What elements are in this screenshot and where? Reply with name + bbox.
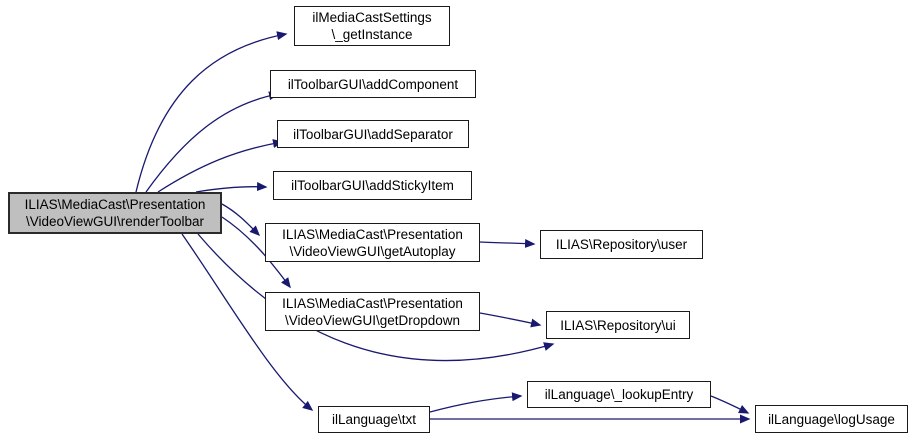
node-getdropdown[interactable]: ILIAS\MediaCast\Presentation \VideoViewG… <box>265 292 480 331</box>
edge-main-getautoplay <box>221 203 261 237</box>
edge-main-getinstance <box>135 31 288 193</box>
edge-main-txt <box>181 233 314 411</box>
node-illanguage-lookupentry[interactable]: ilLanguage\_lookupEntry <box>527 381 711 408</box>
edge-lookupentry-logusage <box>710 395 750 414</box>
node-illanguage-txt[interactable]: ilLanguage\txt <box>318 406 430 433</box>
edge-main-addcomponent <box>145 91 280 193</box>
edge-getdropdown-ui <box>479 312 542 328</box>
node-addseparator[interactable]: ilToolbarGUI\addSeparator <box>277 120 469 148</box>
node-rendertoolbar: ILIAS\MediaCast\Presentation \VideoViewG… <box>8 192 222 234</box>
node-getinstance[interactable]: ilMediaCastSettings \_getInstance <box>294 6 450 46</box>
edge-main-ui <box>197 233 555 362</box>
node-addcomponent[interactable]: ilToolbarGUI\addComponent <box>270 70 476 98</box>
node-repository-user[interactable]: ILIAS\Repository\user <box>540 230 703 259</box>
edge-getautoplay-user <box>479 239 536 248</box>
node-illanguage-logusage[interactable]: ilLanguage\logUsage <box>755 405 908 433</box>
edge-txt-lookupentry <box>429 392 523 413</box>
node-addstickyitem[interactable]: ilToolbarGUI\addStickyItem <box>273 171 472 200</box>
node-repository-ui[interactable]: ILIAS\Repository\ui <box>546 311 690 339</box>
edge-main-getdropdown <box>221 216 291 289</box>
node-getautoplay[interactable]: ILIAS\MediaCast\Presentation \VideoViewG… <box>265 223 480 262</box>
edge-main-addseparator <box>157 139 284 193</box>
edge-main-addstickyitem <box>195 182 268 193</box>
